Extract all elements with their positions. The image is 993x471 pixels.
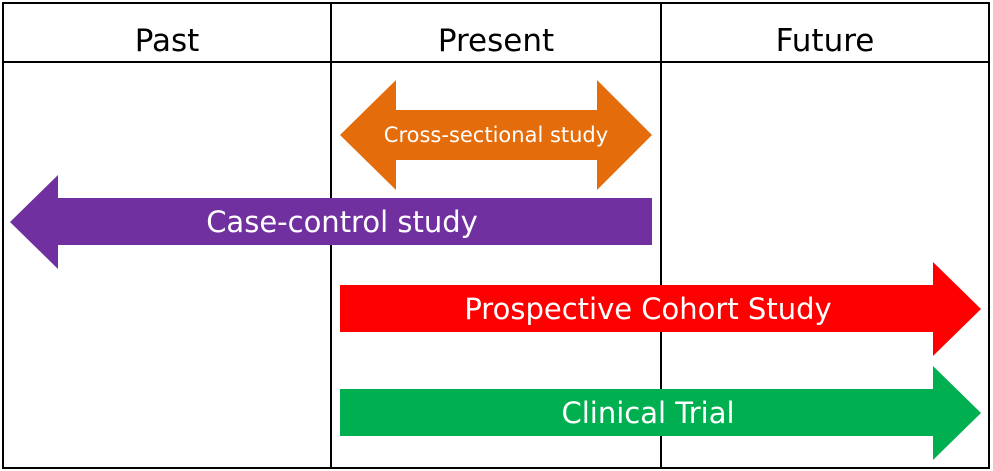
case-control-arrow [10, 175, 652, 269]
clinical-trial-arrow [340, 366, 981, 460]
cross-sectional-label: Cross-sectional study [384, 123, 608, 147]
clinical-trial-label: Clinical Trial [561, 396, 734, 430]
column-header-past: Past [135, 23, 200, 59]
cross-sectional-arrow [340, 80, 652, 190]
column-header-future: Future [776, 23, 875, 59]
prospective-cohort-arrow [340, 262, 981, 356]
prospective-cohort-label: Prospective Cohort Study [464, 292, 831, 326]
column-header-present: Present [438, 23, 554, 59]
case-control-label: Case-control study [206, 205, 478, 239]
